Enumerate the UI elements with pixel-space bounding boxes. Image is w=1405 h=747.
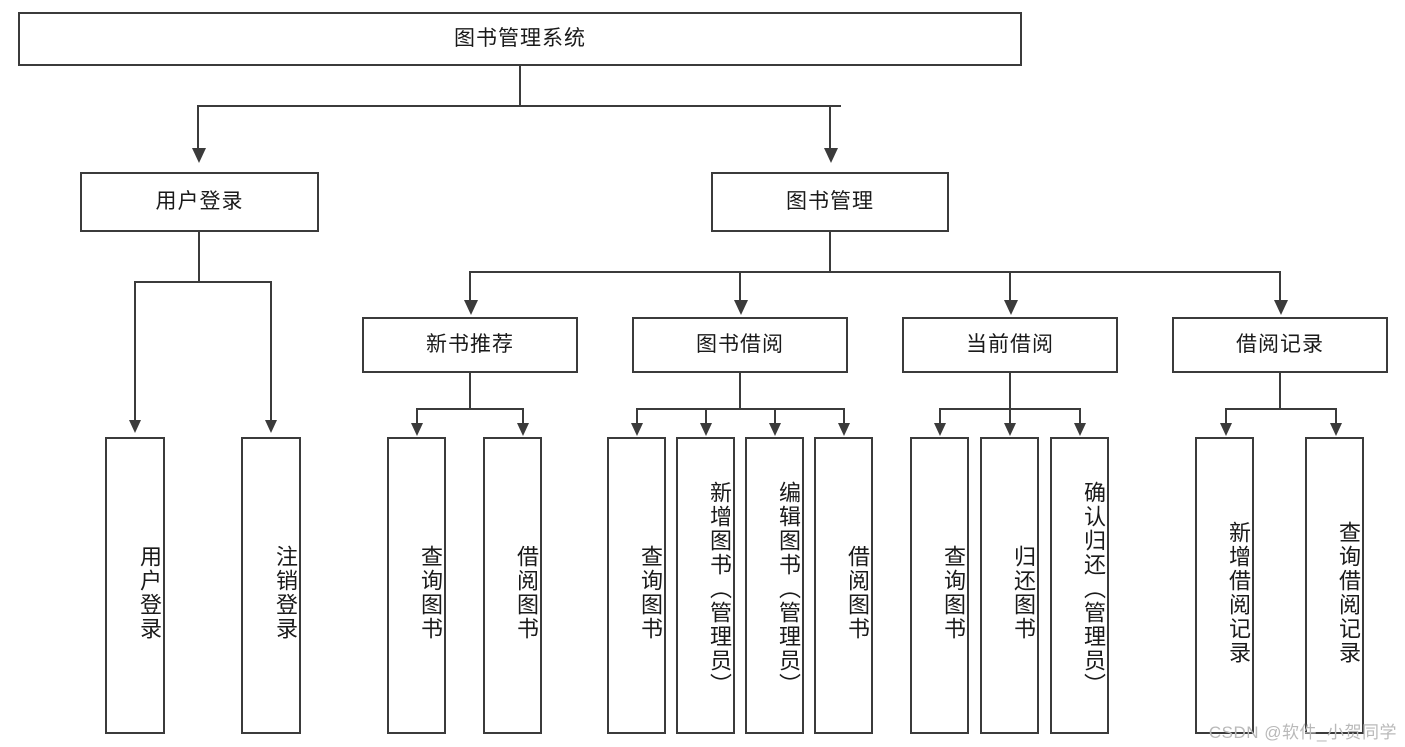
arrow-book-borrow-leaf-4-icon	[838, 423, 850, 436]
connector-new-book-bus	[416, 408, 522, 410]
connector-root-to-book-management	[829, 105, 831, 149]
connector-book-management-bus	[469, 271, 1281, 273]
arrow-borrow-record-leaf-2-icon	[1330, 423, 1342, 436]
leaf-borrow-record-add-record[interactable]: 新增借阅记录	[1195, 437, 1254, 734]
arrow-root-to-book-management-icon	[824, 148, 838, 163]
leaf-user-login-logout[interactable]: 注销登录	[241, 437, 301, 734]
connector-book-borrow-bus	[636, 408, 845, 410]
connector-book-borrow-to-leaf-2	[705, 408, 707, 424]
arrow-book-borrow-leaf-2-icon	[700, 423, 712, 436]
leaf-book-borrow-edit-book-admin[interactable]: 编辑图书（管理员）	[745, 437, 804, 734]
connector-current-borrow-to-leaf-1	[939, 408, 941, 424]
leaf-borrow-record-query-record[interactable]: 查询借阅记录	[1305, 437, 1364, 734]
connector-book-borrow-to-leaf-3	[774, 408, 776, 424]
arrow-new-book-leaf-1-icon	[411, 423, 423, 436]
leaf-current-borrow-return-book[interactable]: 归还图书	[980, 437, 1039, 734]
arrow-bm-to-current-borrow-icon	[1004, 300, 1018, 315]
leaf-book-borrow-borrow-book[interactable]: 借阅图书	[814, 437, 873, 734]
connector-root-to-user-login	[197, 105, 199, 149]
connector-book-borrow-to-leaf-1	[636, 408, 638, 424]
node-book-management[interactable]: 图书管理	[711, 172, 949, 232]
connector-user-login-to-leaf-1	[134, 281, 136, 421]
connector-book-management-stem	[829, 232, 831, 272]
connector-user-login-stem	[198, 232, 200, 282]
arrow-bm-to-book-borrow-icon	[734, 300, 748, 315]
leaf-current-borrow-query-book[interactable]: 查询图书	[910, 437, 969, 734]
arrow-current-borrow-leaf-3-icon	[1074, 423, 1086, 436]
connector-bm-to-borrow-record	[1279, 271, 1281, 301]
connector-new-book-stem	[469, 373, 471, 409]
connector-borrow-record-stem	[1279, 373, 1281, 409]
arrow-borrow-record-leaf-1-icon	[1220, 423, 1232, 436]
connector-borrow-record-to-leaf-1	[1225, 408, 1227, 424]
connector-borrow-record-to-leaf-2	[1335, 408, 1337, 424]
connector-current-borrow-to-leaf-3	[1079, 408, 1081, 424]
connector-bm-to-current-borrow	[1009, 271, 1011, 301]
arrow-book-borrow-leaf-1-icon	[631, 423, 643, 436]
arrow-new-book-leaf-2-icon	[517, 423, 529, 436]
arrow-current-borrow-leaf-2-icon	[1004, 423, 1016, 436]
node-root-book-management-system[interactable]: 图书管理系统	[18, 12, 1022, 66]
arrow-bm-to-new-book-icon	[464, 300, 478, 315]
connector-user-login-bus	[134, 281, 270, 283]
connector-bm-to-new-book	[469, 271, 471, 301]
node-user-login[interactable]: 用户登录	[80, 172, 319, 232]
arrow-root-to-user-login-icon	[192, 148, 206, 163]
connector-book-borrow-to-leaf-4	[843, 408, 845, 424]
arrow-book-borrow-leaf-3-icon	[769, 423, 781, 436]
connector-book-borrow-stem	[739, 373, 741, 409]
node-book-borrow[interactable]: 图书借阅	[632, 317, 848, 373]
node-borrow-record[interactable]: 借阅记录	[1172, 317, 1388, 373]
arrow-bm-to-borrow-record-icon	[1274, 300, 1288, 315]
connector-root-bus	[197, 105, 841, 107]
arrow-user-login-leaf-2-icon	[265, 420, 277, 433]
leaf-user-login-user-login[interactable]: 用户登录	[105, 437, 165, 734]
arrow-user-login-leaf-1-icon	[129, 420, 141, 433]
connector-new-book-to-leaf-1	[416, 408, 418, 424]
leaf-new-book-query-book[interactable]: 查询图书	[387, 437, 446, 734]
leaf-current-borrow-confirm-return-admin[interactable]: 确认归还（管理员）	[1050, 437, 1109, 734]
connector-user-login-to-leaf-2	[270, 281, 272, 421]
connector-borrow-record-bus	[1225, 408, 1335, 410]
connector-current-borrow-to-leaf-2	[1009, 408, 1011, 424]
leaf-book-borrow-add-book-admin[interactable]: 新增图书（管理员）	[676, 437, 735, 734]
leaf-book-borrow-query-book[interactable]: 查询图书	[607, 437, 666, 734]
node-current-borrow[interactable]: 当前借阅	[902, 317, 1118, 373]
node-new-book-recommend[interactable]: 新书推荐	[362, 317, 578, 373]
connector-bm-to-book-borrow	[739, 271, 741, 301]
arrow-current-borrow-leaf-1-icon	[934, 423, 946, 436]
connector-current-borrow-stem	[1009, 373, 1011, 409]
connector-root-stem	[519, 66, 521, 106]
connector-new-book-to-leaf-2	[522, 408, 524, 424]
leaf-new-book-borrow-book[interactable]: 借阅图书	[483, 437, 542, 734]
